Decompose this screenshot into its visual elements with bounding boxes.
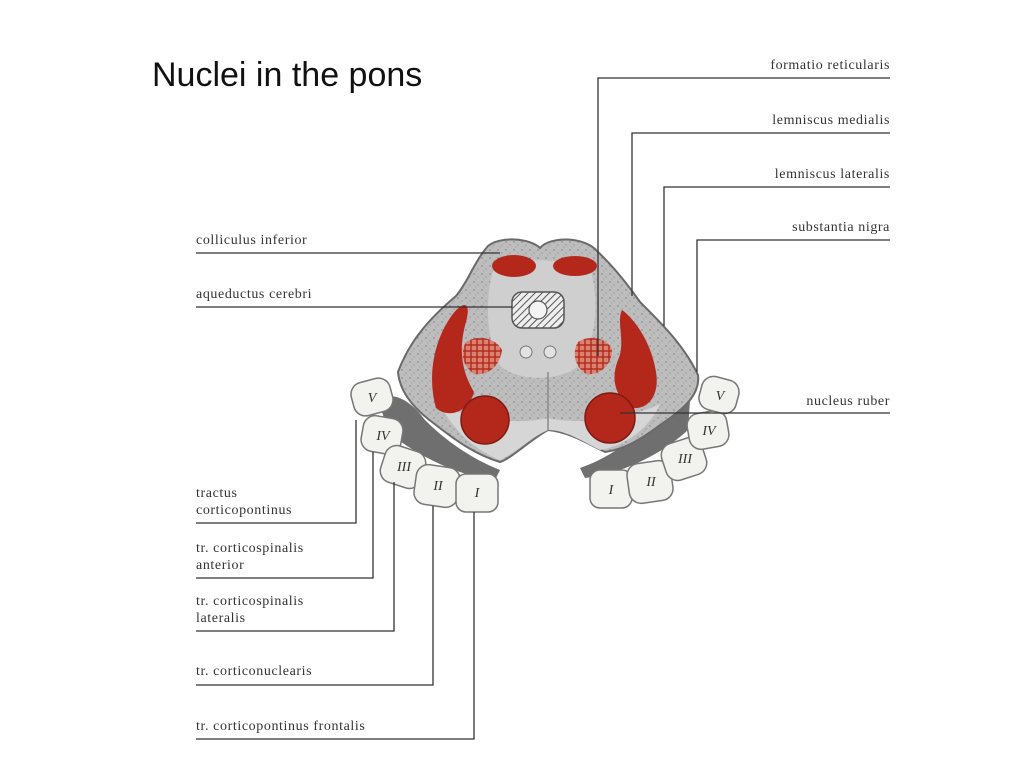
label-corticospinalis-lateralis-line2: lateralis [196,611,246,626]
leader-formatio-reticularis [597,77,890,356]
label-lemniscus-lateralis: lemniscus lateralis [775,167,890,182]
left-segment-ii-label: II [432,479,444,494]
page-title: Nuclei in the pons [152,56,422,94]
label-corticospinalis-anterior-line1: tr. corticospinalis [196,541,304,556]
left-peduncle: V IV III II I [350,377,499,513]
left-segment-ii: II [413,463,461,509]
left-segment-iii-label: III [396,460,412,475]
formatio-reticularis-left [462,337,502,375]
leader-substantia-nigra [696,239,890,372]
label-formatio-reticularis: formatio reticularis [770,58,890,73]
left-segment-iv: IV [360,414,404,456]
leader-lemniscus-medialis [631,132,890,296]
colliculus-inferior-left [492,255,536,277]
leader-corticospinalis-lateralis [196,482,395,632]
right-segment-ii-label: II [645,475,657,490]
label-corticonuclearis: tr. corticonuclearis [196,664,312,679]
label-colliculus-inferior: colliculus inferior [196,233,307,248]
lateral-red-right [614,310,657,409]
label-corticopontinus-frontalis: tr. corticopontinus frontalis [196,719,365,734]
pons-cross-section: V IV III II I I [350,238,740,513]
left-segment-v-label: V [368,391,378,406]
right-segment-i: I [589,469,633,509]
aqueduct-lumen [528,300,548,320]
left-segment-i-label: I [474,486,481,501]
right-peduncle: I II III IV V [589,375,740,509]
right-segment-iv-label: IV [701,424,717,439]
label-corticospinalis-anterior-line2: anterior [196,558,244,573]
label-tractus-corticopontinus-line1: tractus [196,486,238,501]
right-segment-v: V [698,375,740,415]
leader-corticospinalis-anterior [196,452,374,579]
left-segment-i: I [455,473,499,513]
label-tractus-corticopontinus-line2: corticopontinus [196,503,292,518]
left-segment-v: V [350,377,394,417]
nucleus-ruber-left [460,395,510,445]
right-segment-iv: IV [686,409,730,451]
leader-corticonuclearis [196,506,434,686]
leader-lemniscus-lateralis [663,186,890,326]
oculomotor-nucleus-right [543,345,557,359]
left-segment-iii: III [379,444,427,490]
label-aqueductus-cerebri: aqueductus cerebri [196,287,312,302]
right-segment-iii-label: III [677,452,693,467]
nucleus-ruber-right [584,392,636,444]
oculomotor-nucleus-left [519,345,533,359]
label-nucleus-ruber: nucleus ruber [806,394,890,409]
lateral-red-left [432,304,474,414]
label-substantia-nigra: substantia nigra [792,220,890,235]
right-segment-v-label: V [716,389,726,404]
leader-corticopontinus-frontalis [196,512,475,740]
leader-tractus-corticopontinus [196,420,357,524]
right-segment-iii: III [660,436,708,482]
label-corticospinalis-lateralis-line1: tr. corticospinalis [196,594,304,609]
formatio-reticularis-right [574,337,612,375]
label-lemniscus-medialis: lemniscus medialis [772,113,890,128]
basis-pontis [440,404,660,460]
left-segment-iv-label: IV [375,429,391,444]
right-segment-i-label: I [608,483,615,498]
colliculus-inferior-right [553,256,597,276]
left-peduncle-shadow [378,396,500,480]
